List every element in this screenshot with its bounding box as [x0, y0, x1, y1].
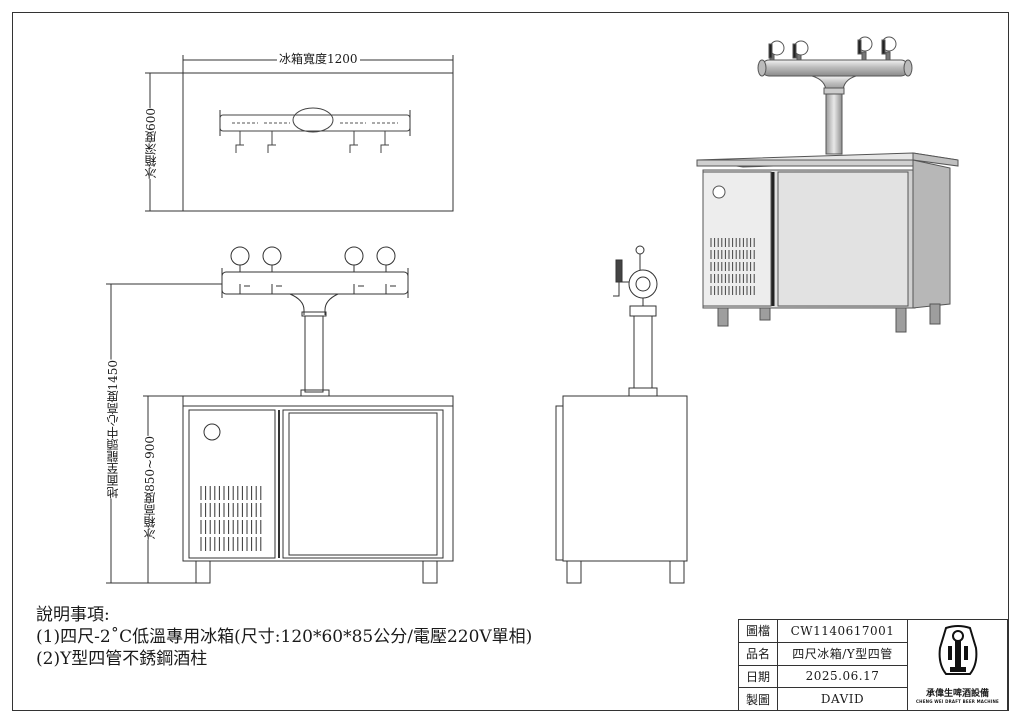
title-block-row: 日期 2025.06.17: [739, 665, 907, 689]
row-value-drafter: DAVID: [820, 692, 865, 707]
title-block-table: 圖檔 CW1140617001 品名 四尺冰箱/Y型四管 日期 2025.06.…: [739, 620, 908, 710]
side-tower-column: [633, 315, 653, 389]
beer-tower-logo-icon: [938, 625, 978, 675]
row-key-drafter: 製圖: [739, 688, 778, 710]
row-value-date: 2025.06.17: [805, 669, 880, 684]
side-manifold-end: [628, 269, 658, 299]
row-value-drawing-no: CW1140617001: [790, 623, 895, 638]
row-key-date: 日期: [739, 665, 778, 688]
iso-door: [777, 171, 909, 307]
title-block: 圖檔 CW1140617001 品名 四尺冰箱/Y型四管 日期 2025.06.…: [738, 619, 1008, 711]
iso-tower-column: [825, 93, 843, 155]
isometric-view: [696, 36, 959, 333]
drawing-border: [12, 12, 1009, 711]
side-leg-left: [566, 560, 582, 584]
row-key-product: 品名: [739, 642, 778, 665]
front-view: [106, 246, 454, 584]
top-view-outline: [182, 72, 454, 212]
notes-block: 說明事項: (1)四尺-2˚C低溫專用冰箱(尺寸:120*60*85公分/電壓2…: [36, 604, 532, 670]
top-view: [145, 55, 454, 212]
front-tower-column: [304, 315, 324, 393]
front-leg-left: [195, 560, 211, 584]
side-fridge-body: [562, 395, 688, 562]
floor-to-tap-height-label: 地面至龍頭中心高度1450: [104, 360, 122, 499]
company-logo: 承偉生啤酒設備 CHENG WEI DRAFT BEER MACHINE: [908, 620, 1007, 710]
fridge-height-label: 冰箱高度850~900: [141, 436, 159, 540]
notes-line-2: (2)Y型四管不銹鋼酒柱: [36, 649, 208, 669]
notes-line-1: (1)四尺-2˚C低溫專用冰箱(尺寸:120*60*85公分/電壓220V單相): [36, 627, 533, 647]
iso-vent-grille: [710, 238, 755, 295]
title-block-row: 製圖 DAVID: [739, 688, 907, 710]
front-fridge-body: [182, 395, 454, 562]
side-view: [555, 245, 688, 584]
iso-manifold: [761, 59, 909, 77]
front-control-panel: [188, 409, 276, 559]
fridge-depth-label: 冰箱深度600: [142, 108, 160, 179]
front-door: [282, 409, 444, 559]
row-value-product: 四尺冰箱/Y型四管: [792, 647, 893, 662]
front-vent-grille: [200, 486, 262, 551]
front-leg-right: [422, 560, 438, 584]
fridge-width-label: 冰箱寬度1200: [277, 52, 360, 66]
notes-heading: 說明事項:: [36, 605, 110, 625]
side-leg-right: [669, 560, 685, 584]
iso-gauges: [768, 36, 897, 61]
company-name: 承偉生啤酒設備: [925, 689, 989, 699]
company-subtitle: CHENG WEI DRAFT BEER MACHINE: [916, 699, 999, 704]
front-manifold: [221, 271, 409, 295]
row-key-drawing-no: 圖檔: [739, 620, 778, 642]
front-fridge-logo: [203, 423, 221, 441]
title-block-row: 品名 四尺冰箱/Y型四管: [739, 642, 907, 666]
front-gauges: [230, 246, 396, 272]
front-faucets: [237, 284, 396, 295]
title-block-row: 圖檔 CW1140617001: [739, 620, 907, 643]
